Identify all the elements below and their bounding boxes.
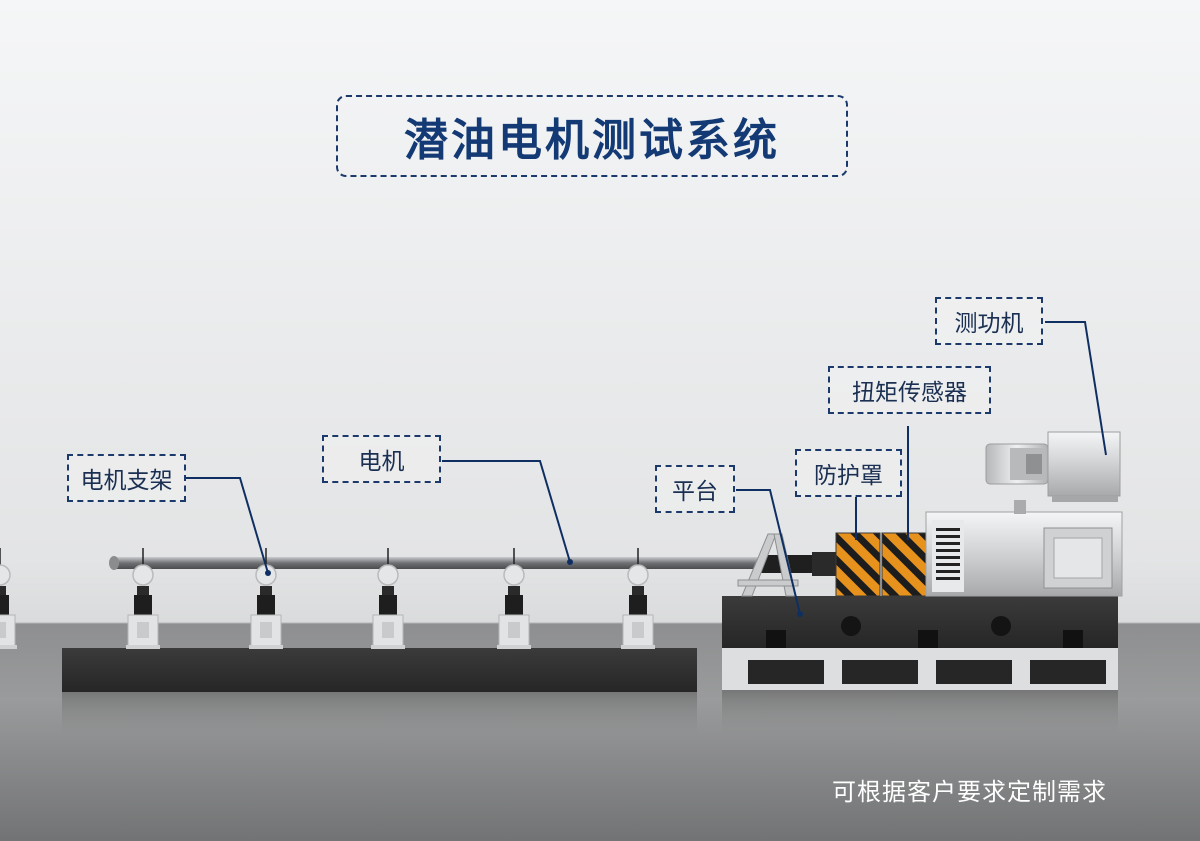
leader-platform — [736, 489, 801, 615]
leader-motor — [442, 460, 571, 563]
customization-note: 可根据客户要求定制需求 — [832, 778, 1107, 806]
label-dynamometer: 测功机 — [935, 297, 1043, 345]
motor-shaft — [109, 552, 838, 576]
leader-dynamometer — [1045, 321, 1107, 456]
a-frame-support — [737, 533, 799, 597]
motor-support-brackets — [0, 547, 656, 650]
label-torque-sensor: 扭矩传感器 — [828, 366, 991, 414]
label-motor-bracket: 电机支架 — [67, 454, 186, 502]
left-base-slab — [62, 648, 697, 738]
label-protective-cover: 防护罩 — [795, 449, 902, 497]
protective-cover — [835, 532, 927, 597]
dynamometer — [925, 431, 1123, 597]
title-frame: 潜油电机测试系统 — [336, 95, 848, 177]
platform — [722, 596, 1118, 736]
page-title: 潜油电机测试系统 — [404, 115, 780, 166]
support-bracket — [0, 548, 17, 649]
leader-dots — [265, 559, 803, 617]
leader-lines — [186, 321, 1107, 615]
label-platform: 平台 — [655, 465, 735, 513]
label-motor: 电机 — [322, 435, 441, 483]
leader-motor-bracket — [186, 477, 269, 574]
